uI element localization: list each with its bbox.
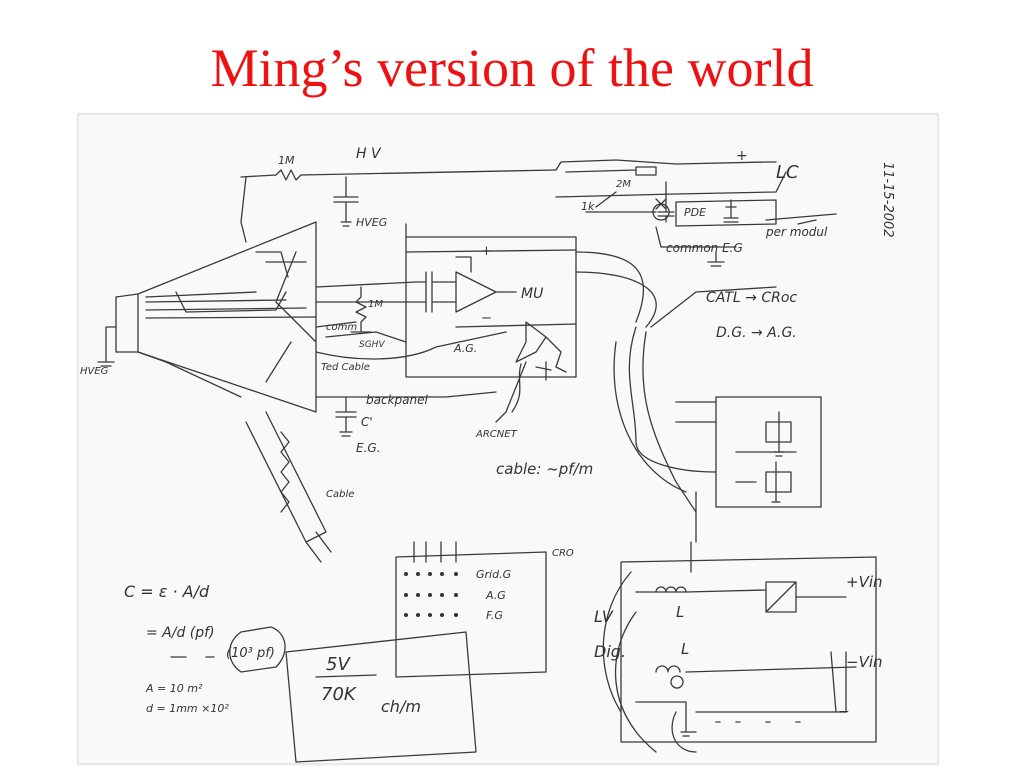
label-cable-pf: cable: ~pf/m <box>496 460 593 478</box>
label-grid-c: F.G <box>486 609 503 622</box>
label-cable-short: Cable <box>326 489 354 500</box>
label-l-top: L <box>676 603 684 621</box>
label-date: 11-15-2002 <box>880 162 895 238</box>
label-catl-croc: CATL → CRoc <box>706 290 797 306</box>
label-c-prime: C' <box>361 415 373 429</box>
label-minus-amp: − <box>481 311 492 326</box>
label-formula-c: C = ε · A/d <box>124 582 210 601</box>
label-lv: LV <box>594 607 614 626</box>
label-comm: comm <box>326 322 357 333</box>
label-res-2m: 2M <box>616 179 631 190</box>
label-sghv: SGHV <box>359 340 385 350</box>
label-res-1k: 1k <box>581 200 595 213</box>
label-plus-amp: + <box>481 244 492 259</box>
label-grid-b: A.G <box>485 589 506 602</box>
label-formula-a: = A/d (pf) <box>146 625 215 641</box>
label-formula-dval: d = 1mm ×10² <box>146 702 229 715</box>
label-dig: Dig. <box>594 642 626 661</box>
label-hv: H V <box>356 146 382 162</box>
label-backpanel: backpanel <box>366 393 428 407</box>
label-pde: PDE <box>684 206 706 219</box>
label-70k: 70K <box>321 684 357 705</box>
label-l-bottom: L <box>681 640 689 658</box>
label-arcnet: ARCNET <box>475 429 518 440</box>
label-per-module: per modul <box>765 225 828 239</box>
label-formula-aval: A = 10 m² <box>145 682 203 695</box>
label-cro: CRO <box>552 548 574 559</box>
label-dg-ag: D.G. → A.G. <box>716 325 797 341</box>
handwritten-sketch: 1M H V HVEG + LC 2M 1k PDE common E.G pe… <box>76 112 940 766</box>
label-lc: LC <box>776 162 799 183</box>
label-minus-right: − <box>838 704 850 720</box>
label-plus-top: + <box>736 148 748 164</box>
label-ch-per-m: ch/m <box>381 697 421 716</box>
label-hveg: HVEG <box>356 216 387 229</box>
label-common-eg: common E.G <box>666 241 743 255</box>
label-hveg-left: HVEG <box>80 366 109 377</box>
sketch-drawing: 1M H V HVEG + LC 2M 1k PDE common E.G pe… <box>77 113 939 765</box>
sketch-lines <box>77 113 939 765</box>
slide-title: Ming’s version of the world <box>210 38 814 98</box>
label-eg-lower: E.G. <box>356 441 381 455</box>
label-res-1m-top: 1M <box>278 154 295 167</box>
label-5v: 5V <box>326 654 351 675</box>
label-vin-top: +Vin <box>846 573 883 591</box>
label-res-1m-mid: 1M <box>368 299 383 310</box>
grid-dots <box>404 572 458 617</box>
label-ag-mid: A.G. <box>453 342 477 355</box>
label-mu: MU <box>521 286 543 302</box>
label-formula-1e3: (10³ pf) <box>226 646 275 661</box>
label-ted-cable: Ted Cable <box>321 362 370 373</box>
label-vin-bottom: −Vin <box>846 653 883 671</box>
label-grid-a: Grid.G <box>476 568 511 581</box>
